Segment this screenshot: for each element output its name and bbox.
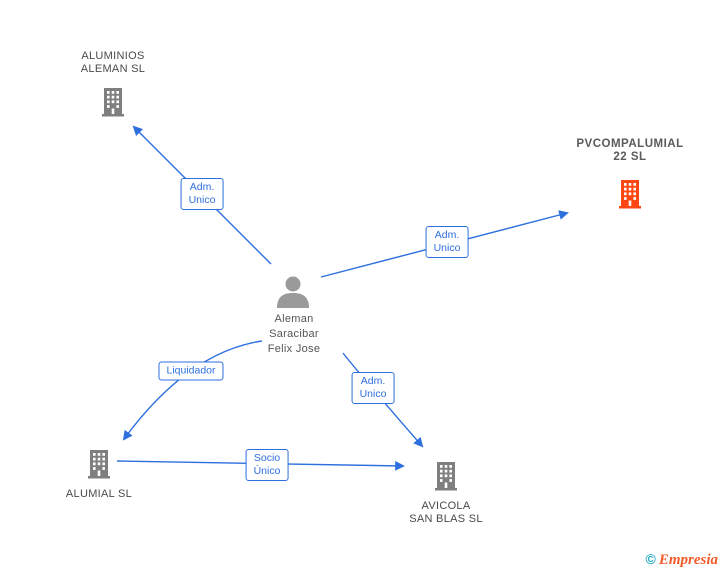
- company-name-line: ALUMINIOS: [81, 50, 145, 62]
- company-name-line: PVCOMPALUMIAL: [576, 138, 684, 150]
- building-icon-alumial[interactable]: [85, 449, 113, 479]
- edge-label-line: Adm.: [189, 181, 215, 193]
- edge-label-socio-unico: Socio Único: [245, 449, 289, 481]
- person-name-line: Aleman: [274, 313, 314, 325]
- company-label-alumial: ALUMIAL SL: [65, 488, 133, 500]
- copyright-icon: ©: [645, 551, 656, 567]
- building-icon-pvcompalumial[interactable]: [616, 179, 644, 209]
- empresia-logo: ©Empresia: [645, 551, 718, 569]
- edge-label-line: Unico: [359, 388, 387, 400]
- edge-label-line: Único: [253, 465, 281, 477]
- company-name-line: ALEMAN SL: [80, 63, 146, 75]
- person-icon[interactable]: [274, 276, 312, 308]
- company-label-avicola-san-blas: AVICOLA SAN BLAS SL: [409, 500, 483, 526]
- edge-label-line: Adm.: [434, 229, 460, 241]
- company-name-line: 22 SL: [613, 151, 647, 163]
- edge-person-to-alumial: [122, 340, 263, 441]
- edge-label-adm-unico-avicola: Adm. Unico: [351, 372, 395, 404]
- edge-label-liquidador: Liquidador: [158, 361, 224, 381]
- person-name-line: Saracibar: [269, 328, 319, 340]
- company-label-pvcompalumial: PVCOMPALUMIAL 22 SL: [576, 138, 683, 164]
- edge-label-adm-unico-pvcompalumial: Adm. Unico: [425, 226, 469, 258]
- edge-label-line: Socio: [253, 452, 281, 464]
- brand-name: Empresia: [658, 552, 718, 568]
- person-name-line: Felix Jose: [267, 343, 321, 355]
- company-name-line: AVICOLA: [421, 500, 471, 512]
- person-name: Aleman Saracibar Felix Jose: [268, 312, 321, 357]
- company-name-line: SAN BLAS SL: [409, 513, 483, 525]
- company-label-aluminios-aleman: ALUMINIOS ALEMAN SL: [81, 50, 145, 76]
- edge-label-line: Adm.: [360, 375, 386, 387]
- edge-label-line: Unico: [433, 242, 461, 254]
- building-icon-avicola-san-blas[interactable]: [432, 461, 460, 491]
- edge-label-line: Unico: [188, 194, 216, 206]
- building-icon-aluminios-aleman[interactable]: [99, 87, 127, 117]
- edge-label-adm-unico-aluminios: Adm. Unico: [180, 178, 224, 210]
